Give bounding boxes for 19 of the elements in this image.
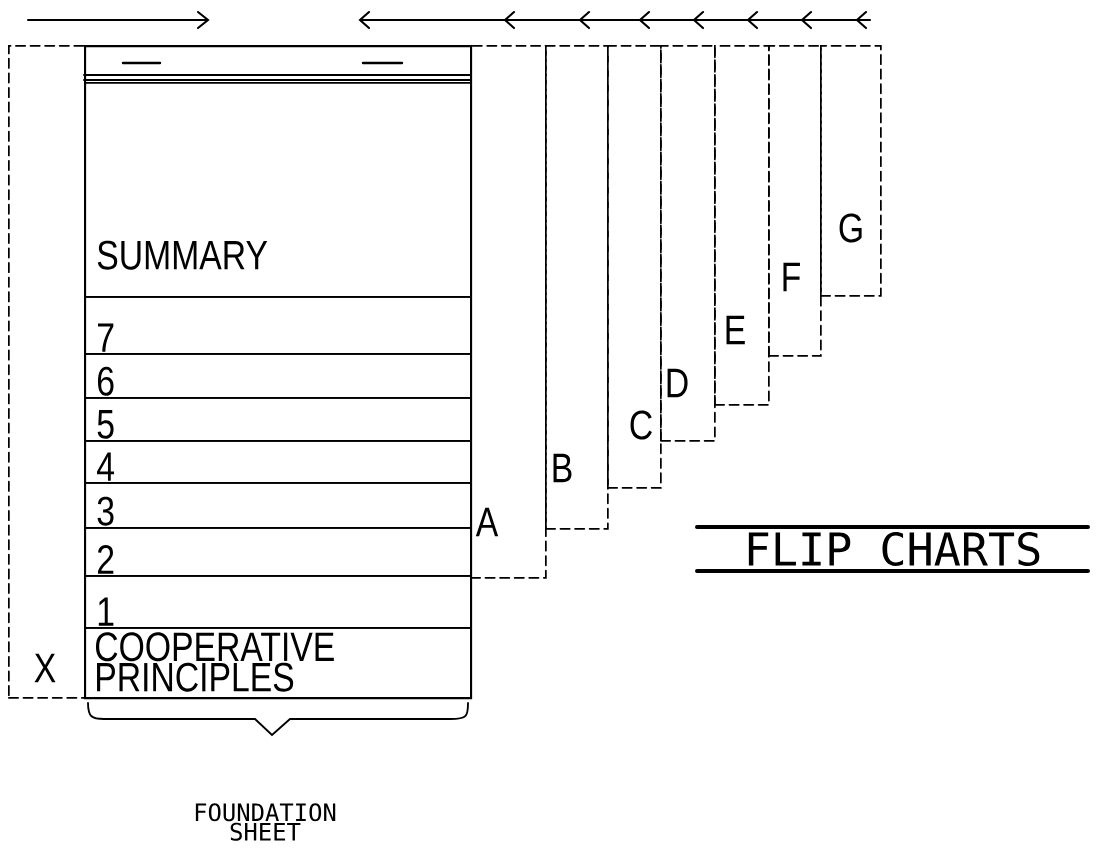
flip-chart-page: B [545, 45, 609, 530]
sheet-section: 7 [84, 296, 472, 355]
sheet-section: 3 [84, 482, 472, 529]
sheet-section: 2 [84, 527, 472, 577]
sheet-section: 6 [84, 353, 472, 399]
flip-charts-heading: FLIP CHARTS [695, 525, 1090, 573]
sheet-section: SUMMARY [84, 82, 472, 298]
sheet-caption: FOUNDATION SHEET [195, 803, 336, 841]
sheet-section: COOPERATIVE PRINCIPLES [84, 627, 472, 699]
flip-chart-page: E [714, 45, 770, 406]
flip-chart-page: X [8, 45, 86, 699]
flip-chart-page: F [768, 45, 822, 357]
sheet-section: 1 [84, 575, 472, 629]
sheet-section: 4 [84, 440, 472, 484]
flip-chart-page: D [660, 45, 716, 442]
flip-chart-page: C [607, 45, 662, 489]
sheet-section: 5 [84, 397, 472, 442]
flip-chart-page: A [470, 45, 547, 579]
flip-chart-page: G [820, 45, 882, 297]
